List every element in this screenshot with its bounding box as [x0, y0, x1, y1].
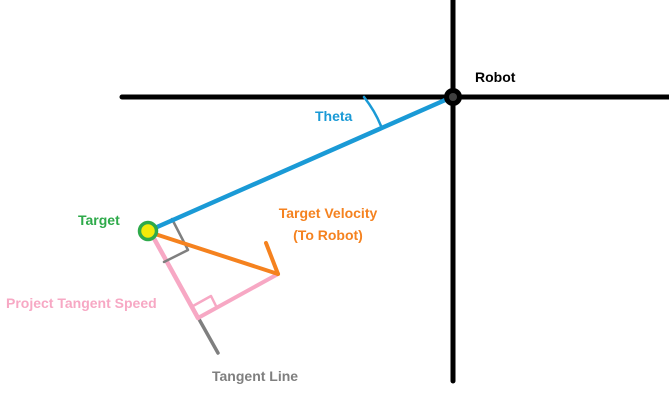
target-velocity-sublabel: (To Robot)	[293, 227, 363, 243]
target-velocity-label: Target Velocity	[279, 205, 378, 221]
projection-connector-line	[196, 272, 280, 320]
tangent-line-label: Tangent Line	[212, 368, 298, 384]
tangent-right-angle-mark	[162, 217, 190, 264]
robot-marker-inner	[449, 93, 457, 101]
projection-line	[148, 230, 201, 321]
project-tangent-speed-label: Project Tangent Speed	[6, 295, 157, 311]
target-marker	[137, 220, 159, 242]
target-label: Target	[78, 212, 120, 228]
robot-label: Robot	[475, 69, 516, 85]
target-velocity-line	[150, 231, 280, 276]
theta-label: Theta	[315, 108, 353, 124]
robot-target-line	[145, 94, 455, 234]
robot-marker	[444, 88, 462, 106]
theta-arc	[362, 95, 383, 128]
target-velocity-tick	[264, 241, 280, 276]
projection-right-angle-mark	[191, 294, 218, 308]
